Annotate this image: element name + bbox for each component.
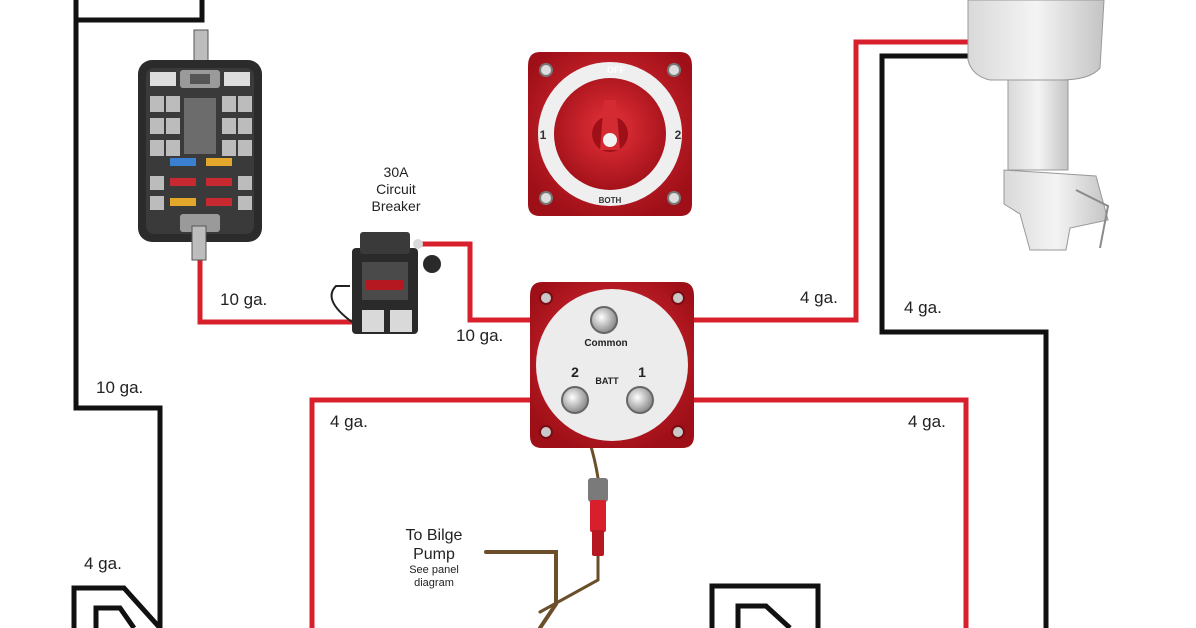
circuit-breaker <box>330 232 441 334</box>
wire-batt1 <box>640 397 969 628</box>
inline-fuse <box>588 478 608 556</box>
fuse-slots <box>150 96 252 210</box>
common-terminal <box>590 306 618 334</box>
label-common-to-motor-ga: 4 ga. <box>800 288 838 307</box>
label-ground-left-ga: 10 ga. <box>96 378 144 397</box>
wire-batt2 <box>309 397 575 628</box>
breaker-title: 30A Circuit Breaker <box>356 164 436 215</box>
bilge-label-line2: Pump <box>413 546 455 563</box>
selector-label-both: BOTH <box>599 196 622 205</box>
bilge-label-line1: To Bilge <box>405 527 463 544</box>
selector-label-2: 2 <box>675 128 682 142</box>
wire-fuse-to-breaker <box>197 258 352 325</box>
label-batt1-ga: 4 ga. <box>908 412 946 431</box>
selector-label-1: 1 <box>540 128 547 142</box>
ground-wire-motor <box>879 53 1049 628</box>
label-batt2-ga: 4 ga. <box>330 412 368 431</box>
breaker-title-line2: Circuit <box>376 181 416 197</box>
battery-switch <box>530 282 694 448</box>
label-battery-left-ga: 4 ga. <box>84 554 122 573</box>
bilge-note-line1: See panel <box>409 564 459 576</box>
switch-label-2: 2 <box>571 364 579 380</box>
battery-right <box>709 583 821 628</box>
bilge-note-line2: diagram <box>414 577 454 589</box>
ground-wire-left-down <box>73 20 163 628</box>
ground-wires <box>73 0 1049 628</box>
switch-label-batt: BATT <box>595 376 619 386</box>
label-motor-ground-ga: 4 ga. <box>904 298 942 317</box>
outboard-motor <box>967 0 1110 251</box>
batt1-terminal <box>626 386 654 414</box>
label-breaker-to-switch-ga: 10 ga. <box>456 326 504 345</box>
switch-label-common: Common <box>584 338 627 349</box>
ground-wire-left <box>73 0 205 23</box>
label-fuse-to-breaker-ga: 10 ga. <box>220 290 268 309</box>
batt2-terminal <box>561 386 589 414</box>
switch-label-1: 1 <box>638 364 646 380</box>
breaker-title-line3: Breaker <box>371 198 421 214</box>
selector-label-off: OFF <box>607 65 625 75</box>
breaker-title-line1: 30A <box>383 164 409 180</box>
battery-left <box>71 585 162 628</box>
selector-switch <box>528 52 692 216</box>
bilge-pump-label: To Bilge Pump See panel diagram <box>392 526 476 590</box>
fuse-block <box>138 29 262 261</box>
wire-common-to-motor <box>604 39 968 323</box>
positive-wires <box>197 39 969 628</box>
